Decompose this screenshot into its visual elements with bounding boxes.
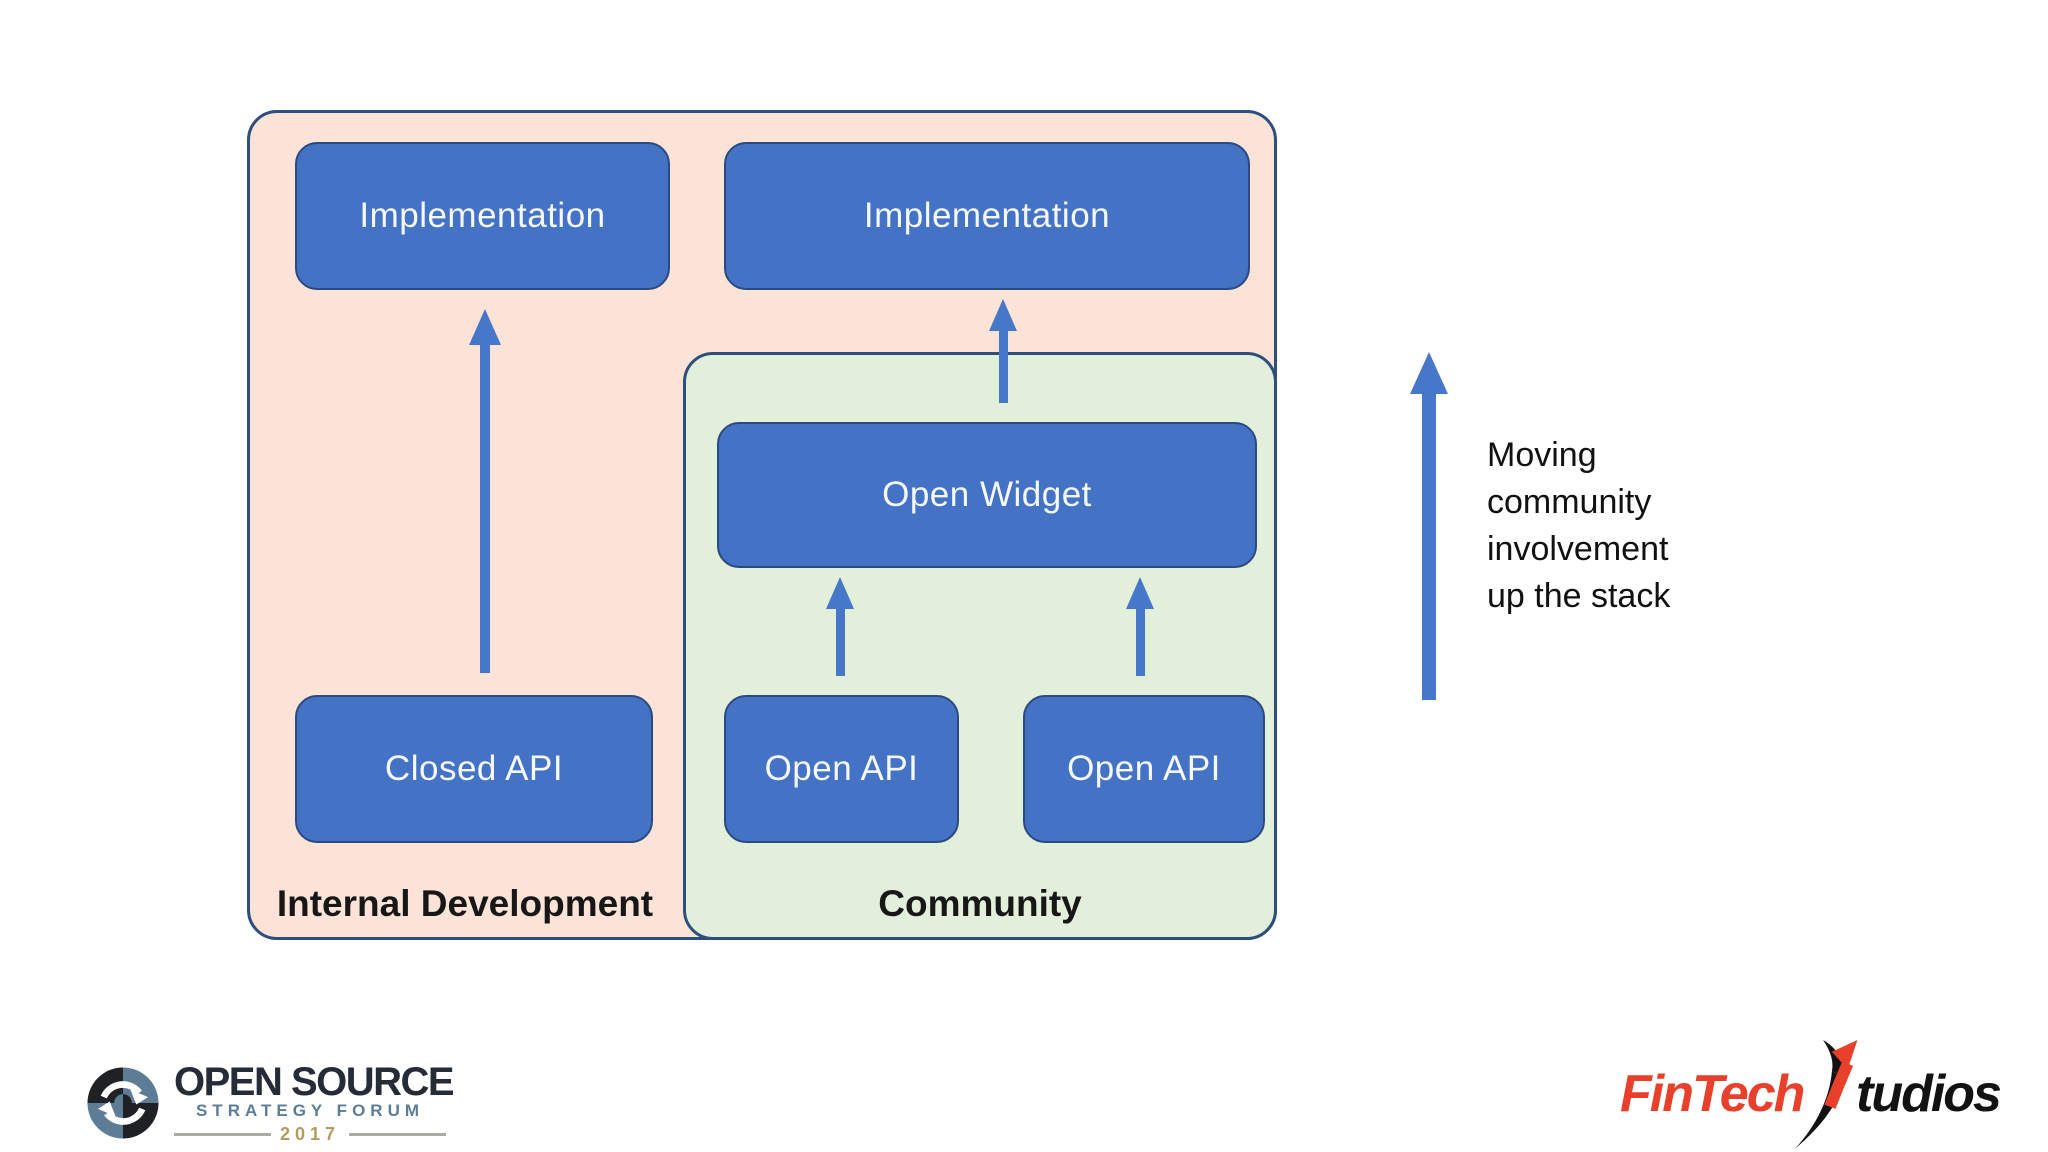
growth-arrow-s-icon [1794,1039,1858,1150]
arrow-closed-api-to-implementation [469,309,501,673]
arrow-shaft [998,331,1008,403]
right-rule [349,1133,447,1136]
up-arrow-icon [826,577,854,609]
annotation-moving-community: Moving community involvement up the stac… [1487,432,1670,620]
box-label: Closed API [384,749,564,788]
up-arrow-icon [469,309,501,345]
arrow-shaft [480,345,490,673]
annotation-line: Moving [1487,436,1597,474]
ossf-subtitle: STRATEGY FORUM [195,1101,425,1120]
annotation-line: community [1487,483,1652,521]
up-arrow-icon [989,299,1017,331]
ossf-year-row: 2017 [174,1124,447,1145]
arrow-open-api-left-to-open-widget [826,577,854,676]
arrow-shaft [1422,394,1436,700]
arrow-open-widget-to-implementation [988,299,1018,403]
box-label: Open Widget [882,475,1092,514]
box-label: Implementation [359,196,606,235]
arrow-shaft [835,609,845,676]
box-implementation-right: Implementation [724,142,1250,290]
arrow-open-api-right-to-open-widget [1126,577,1154,676]
up-arrow-icon [1126,577,1154,609]
fintech-wordmark: FinTech [1620,1065,1805,1123]
ossf-year: 2017 [279,1124,341,1144]
label-internal-development: Internal Development [276,883,654,924]
annotation-line: involvement [1487,530,1669,568]
arrow-shaft [1135,609,1145,676]
box-open-widget: Open Widget [717,422,1257,568]
circular-arrows-icon [87,1067,159,1139]
box-label: Open API [764,749,919,788]
box-label: Implementation [863,196,1111,235]
box-open-api-right: Open API [1023,695,1265,843]
label-community: Community [878,883,1082,924]
up-arrow-icon [1410,352,1448,394]
box-open-api-left: Open API [724,695,959,843]
box-implementation-left: Implementation [295,142,670,290]
fintechstudios-logo: FinTech tudios [1620,1038,2030,1152]
box-closed-api: Closed API [295,695,653,843]
left-rule [174,1133,271,1136]
arrow-up-the-stack [1410,352,1448,700]
annotation-line: up the stack [1487,577,1671,615]
ossf-title: OPEN SOURCE [174,1060,455,1104]
studios-wordmark: tudios [1856,1065,2002,1123]
box-label: Open API [1067,749,1221,788]
